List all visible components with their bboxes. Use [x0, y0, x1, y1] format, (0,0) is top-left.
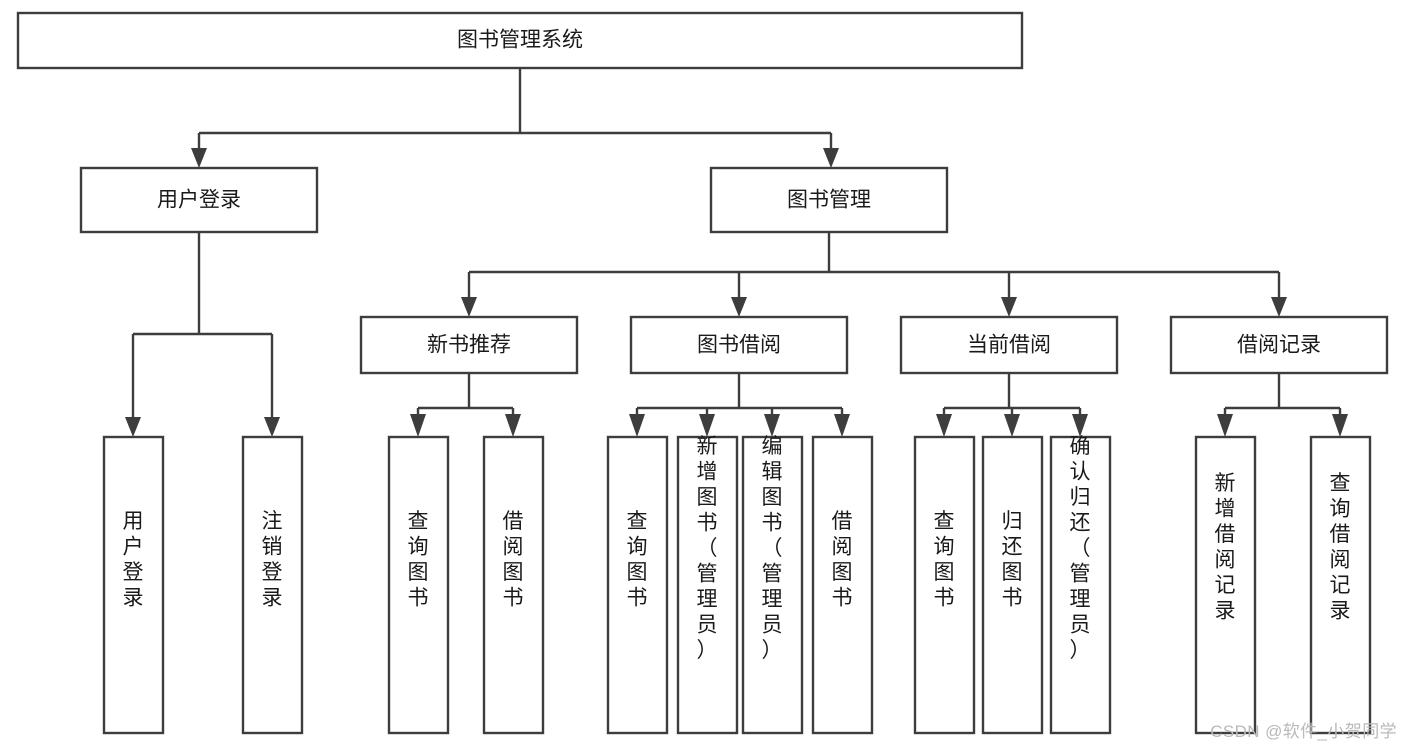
node-label: 用户登录	[157, 189, 241, 212]
leaf-current-borrow-confirm[interactable]: 确认归还（管理员）	[1049, 435, 1112, 735]
arrow-head-icon	[1001, 297, 1017, 317]
leaf-label: 借阅图书	[832, 510, 853, 610]
node-user-login[interactable]: 用户登录	[79, 166, 319, 234]
connector-current-borrow-to-leaves	[936, 373, 1088, 437]
node-book-management[interactable]: 图书管理	[709, 166, 949, 234]
leaf-current-borrow-query[interactable]: 查询图书	[913, 435, 976, 735]
leaf-label: 借阅图书	[503, 510, 524, 610]
connector-book-borrow-to-leaves	[629, 373, 850, 437]
connector-user-login-to-leaves	[125, 232, 280, 437]
leaf-label: 查询图书	[408, 510, 429, 610]
leaf-user-login-signin[interactable]: 用户登录	[102, 435, 165, 735]
arrow-head-icon	[834, 414, 850, 437]
arrow-head-icon	[191, 148, 207, 168]
csdn-watermark: CSDN @软件_小贺同学	[1210, 722, 1397, 741]
leaf-label: 查询图书	[627, 510, 648, 610]
leaf-book-borrow-edit[interactable]: 编辑图书（管理员）	[741, 435, 804, 735]
leaf-book-borrow-add[interactable]: 新增图书（管理员）	[676, 435, 739, 735]
arrow-head-icon	[764, 414, 780, 437]
arrow-head-icon	[731, 297, 747, 317]
leaf-label: 用户登录	[123, 510, 144, 610]
arrow-head-icon	[264, 417, 280, 437]
leaf-label: 编辑图书（管理员）	[762, 435, 783, 662]
node-label: 图书借阅	[697, 334, 781, 357]
arrow-head-icon	[1004, 414, 1020, 437]
leaf-label: 新增借阅记录	[1215, 472, 1236, 623]
leaf-new-book-borrow[interactable]: 借阅图书	[482, 435, 545, 735]
arrow-head-icon	[1217, 414, 1233, 437]
page-title: 图书管理系统	[457, 29, 583, 52]
leaf-label: 查询借阅记录	[1330, 472, 1351, 623]
leaf-new-book-query[interactable]: 查询图书	[387, 435, 450, 735]
leaf-current-borrow-return[interactable]: 归还图书	[981, 435, 1044, 735]
node-label: 当前借阅	[967, 334, 1051, 357]
leaf-label: 注销登录	[262, 510, 283, 610]
arrow-head-icon	[461, 297, 477, 317]
leaf-label: 确认归还（管理员）	[1070, 435, 1091, 662]
arrow-head-icon	[936, 414, 952, 437]
node-new-book-recommend[interactable]: 新书推荐	[359, 315, 579, 375]
arrow-head-icon	[125, 417, 141, 437]
leaf-user-login-signout[interactable]: 注销登录	[241, 435, 304, 735]
node-label: 图书管理	[787, 189, 871, 212]
arrow-head-icon	[823, 148, 839, 168]
leaf-label: 归还图书	[1002, 510, 1023, 610]
leaf-book-borrow-lend[interactable]: 借阅图书	[811, 435, 874, 735]
connector-borrow-record-to-leaves	[1217, 373, 1348, 437]
arrow-head-icon	[1271, 297, 1287, 317]
arrow-head-icon	[505, 414, 521, 437]
leaf-borrow-record-add[interactable]: 新增借阅记录	[1194, 435, 1257, 735]
leaf-label: 新增图书（管理员）	[697, 435, 718, 662]
node-label: 借阅记录	[1237, 334, 1321, 357]
arrow-head-icon	[699, 414, 715, 437]
arrow-head-icon	[410, 414, 426, 437]
arrow-head-icon	[1072, 414, 1088, 437]
node-root-system[interactable]: 图书管理系统	[16, 11, 1024, 70]
node-current-borrow[interactable]: 当前借阅	[899, 315, 1119, 375]
connector-book-management-to-level3	[461, 232, 1287, 317]
leaf-book-borrow-query[interactable]: 查询图书	[606, 435, 669, 735]
node-borrow-record[interactable]: 借阅记录	[1169, 315, 1389, 375]
leaf-label: 查询图书	[934, 510, 955, 610]
connector-new-book-recommend-to-leaves	[410, 373, 521, 437]
leaf-borrow-record-query[interactable]: 查询借阅记录	[1309, 435, 1372, 735]
node-book-borrow[interactable]: 图书借阅	[629, 315, 849, 375]
arrow-head-icon	[1332, 414, 1348, 437]
arrow-head-icon	[629, 414, 645, 437]
node-label: 新书推荐	[427, 334, 511, 357]
connector-root-to-level2	[191, 68, 839, 168]
